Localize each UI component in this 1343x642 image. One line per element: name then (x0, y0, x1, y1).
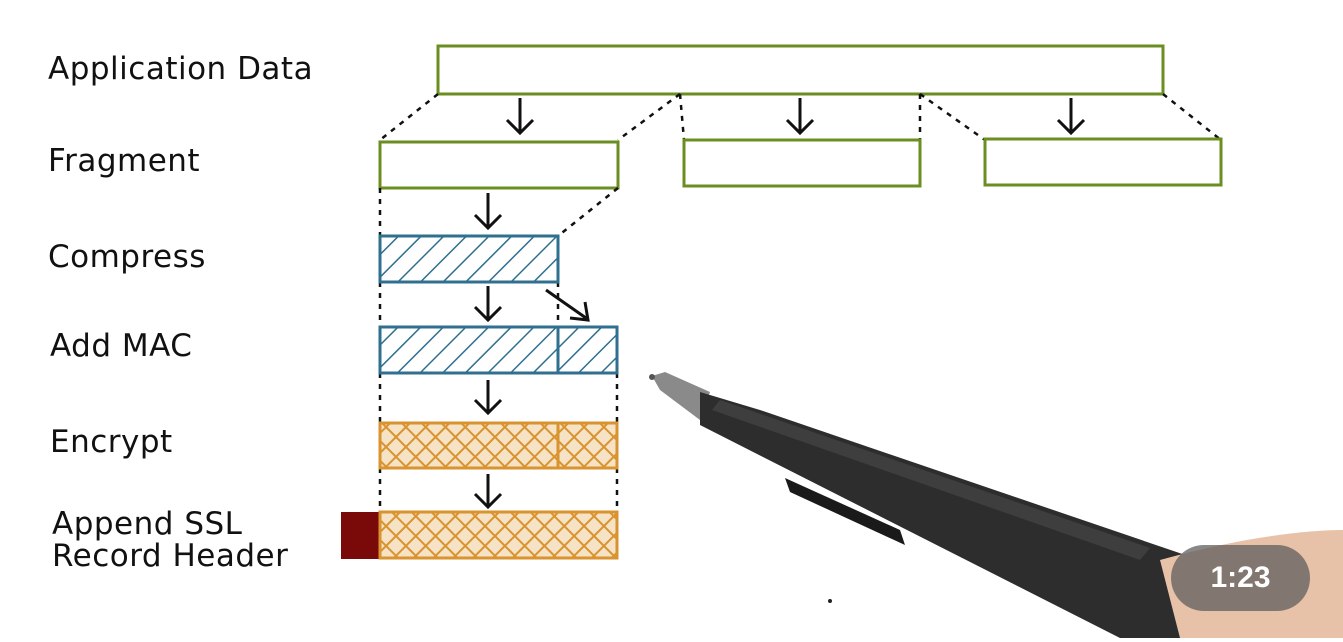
split-dotted-lines (379, 92, 1222, 142)
fragment-box-3 (983, 137, 1223, 187)
compress-dotted-lines (378, 187, 619, 512)
video-timestamp-badge[interactable]: 1:23 (1171, 545, 1310, 611)
append-header-line-1: Append SSL (52, 506, 243, 542)
encrypted-block (378, 421, 619, 470)
step-label-fragment: Fragment (48, 143, 201, 179)
step-label-add-mac: Add MAC (50, 328, 193, 364)
ssl-record-block (378, 510, 619, 560)
application-data-box (436, 44, 1165, 96)
step-label-compress: Compress (48, 239, 206, 275)
fragment-arrows (505, 98, 1086, 136)
append-header-line-2: Record Header (52, 538, 289, 574)
step-label-encrypt: Encrypt (50, 424, 173, 460)
ssl-header-block (341, 512, 380, 559)
process-arrows (473, 193, 590, 510)
compressed-block (378, 234, 560, 284)
fragment-box-2 (682, 138, 922, 188)
step-label-application-data: Application Data (48, 51, 314, 87)
mac-data-block (378, 325, 560, 375)
mac-block (556, 325, 619, 375)
step-label-append-header: Append SSL Record Header (52, 508, 288, 572)
fragment-box-1 (378, 140, 620, 190)
